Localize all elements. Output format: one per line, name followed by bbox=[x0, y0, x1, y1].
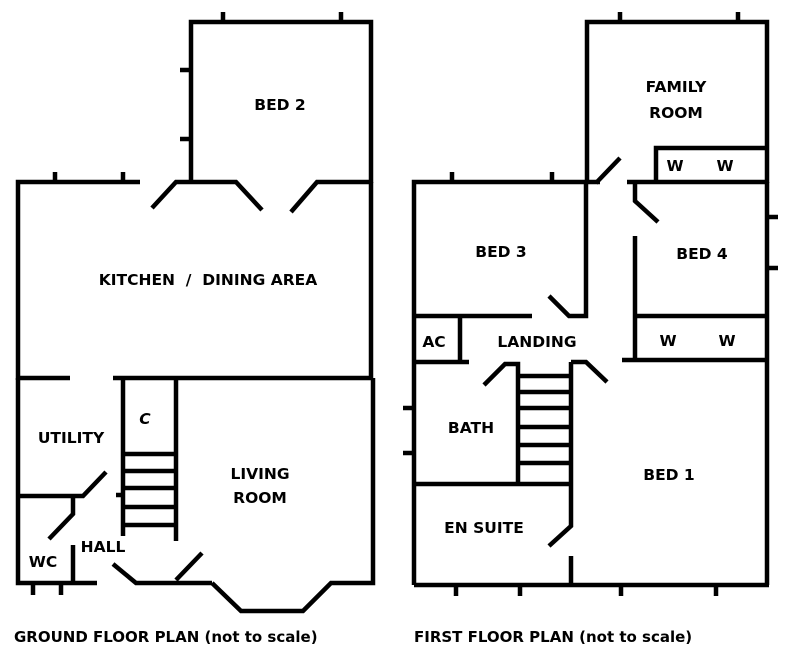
wall-stairs-left bbox=[116, 378, 126, 536]
room-label-cupboard: C bbox=[139, 410, 151, 428]
wall-ground-left bbox=[15, 378, 97, 586]
door-bath bbox=[482, 361, 521, 484]
room-label-living-2: ROOM bbox=[233, 489, 287, 507]
wardrobe-label: W bbox=[718, 332, 735, 350]
wall-family-room bbox=[584, 19, 770, 183]
window-ticks-first-bottom bbox=[453, 585, 719, 596]
caption-first-floor: FIRST FLOOR PLAN (not to scale) bbox=[414, 628, 692, 646]
wall-bed2 bbox=[188, 19, 374, 183]
room-label-en-suite: EN SUITE bbox=[444, 519, 524, 537]
room-label-utility: UTILITY bbox=[38, 429, 105, 447]
room-label-bed3: BED 3 bbox=[475, 243, 526, 261]
stair-treads-ground bbox=[123, 451, 176, 528]
room-label-landing: LANDING bbox=[497, 333, 576, 351]
wall-living-bay bbox=[210, 378, 376, 614]
wall-bed3 bbox=[411, 179, 600, 585]
door-kitchen-right bbox=[289, 179, 371, 214]
door-bed1 bbox=[571, 359, 609, 384]
wall-ac bbox=[414, 316, 469, 365]
room-label-hall: HALL bbox=[81, 538, 126, 556]
wardrobe-lower bbox=[622, 313, 767, 363]
stair-treads-first bbox=[518, 373, 571, 466]
door-bed4 bbox=[632, 182, 660, 224]
window-ticks-family bbox=[617, 12, 741, 22]
room-label-kitchen: KITCHEN / DINING AREA bbox=[99, 271, 317, 289]
room-label-bath: BATH bbox=[448, 419, 494, 437]
window-ticks-bed2 bbox=[180, 12, 344, 142]
room-label-living-1: LIVING bbox=[230, 465, 289, 483]
wardrobe-label: W bbox=[659, 332, 676, 350]
room-label-family-1: FAMILY bbox=[646, 78, 707, 96]
window-ticks-bed3 bbox=[449, 172, 555, 182]
room-label-ac: AC bbox=[422, 333, 445, 351]
room-label-family-2: ROOM bbox=[649, 104, 703, 122]
ground-floor-plan: BED 2 KITCHEN / DINING AREA UTILITY C LI… bbox=[14, 12, 376, 646]
wardrobe-label: W bbox=[716, 157, 733, 175]
wardrobe-label: W bbox=[666, 157, 683, 175]
door-family-room bbox=[594, 156, 622, 185]
door-wc bbox=[47, 496, 76, 541]
wall-stairs-right-first bbox=[547, 362, 574, 548]
door-kitchen-left bbox=[150, 179, 264, 212]
room-label-bed4: BED 4 bbox=[676, 245, 728, 263]
first-floor-plan: FAMILY ROOM W W BED 3 BED 4 AC LANDING W… bbox=[403, 12, 778, 646]
caption-ground-floor: GROUND FLOOR PLAN (not to scale) bbox=[14, 628, 318, 646]
wall-bed3-right bbox=[547, 182, 589, 319]
room-label-wc: WC bbox=[29, 553, 57, 571]
wardrobe-top bbox=[653, 145, 767, 183]
room-label-bed2: BED 2 bbox=[254, 96, 305, 114]
room-label-bed1: BED 1 bbox=[643, 466, 694, 484]
wall-utility-bottom bbox=[18, 470, 108, 499]
window-ticks-wc bbox=[30, 583, 64, 595]
door-front bbox=[111, 551, 212, 586]
wall-kitchen-top-left bbox=[15, 172, 140, 380]
window-ticks-bath bbox=[403, 405, 414, 456]
